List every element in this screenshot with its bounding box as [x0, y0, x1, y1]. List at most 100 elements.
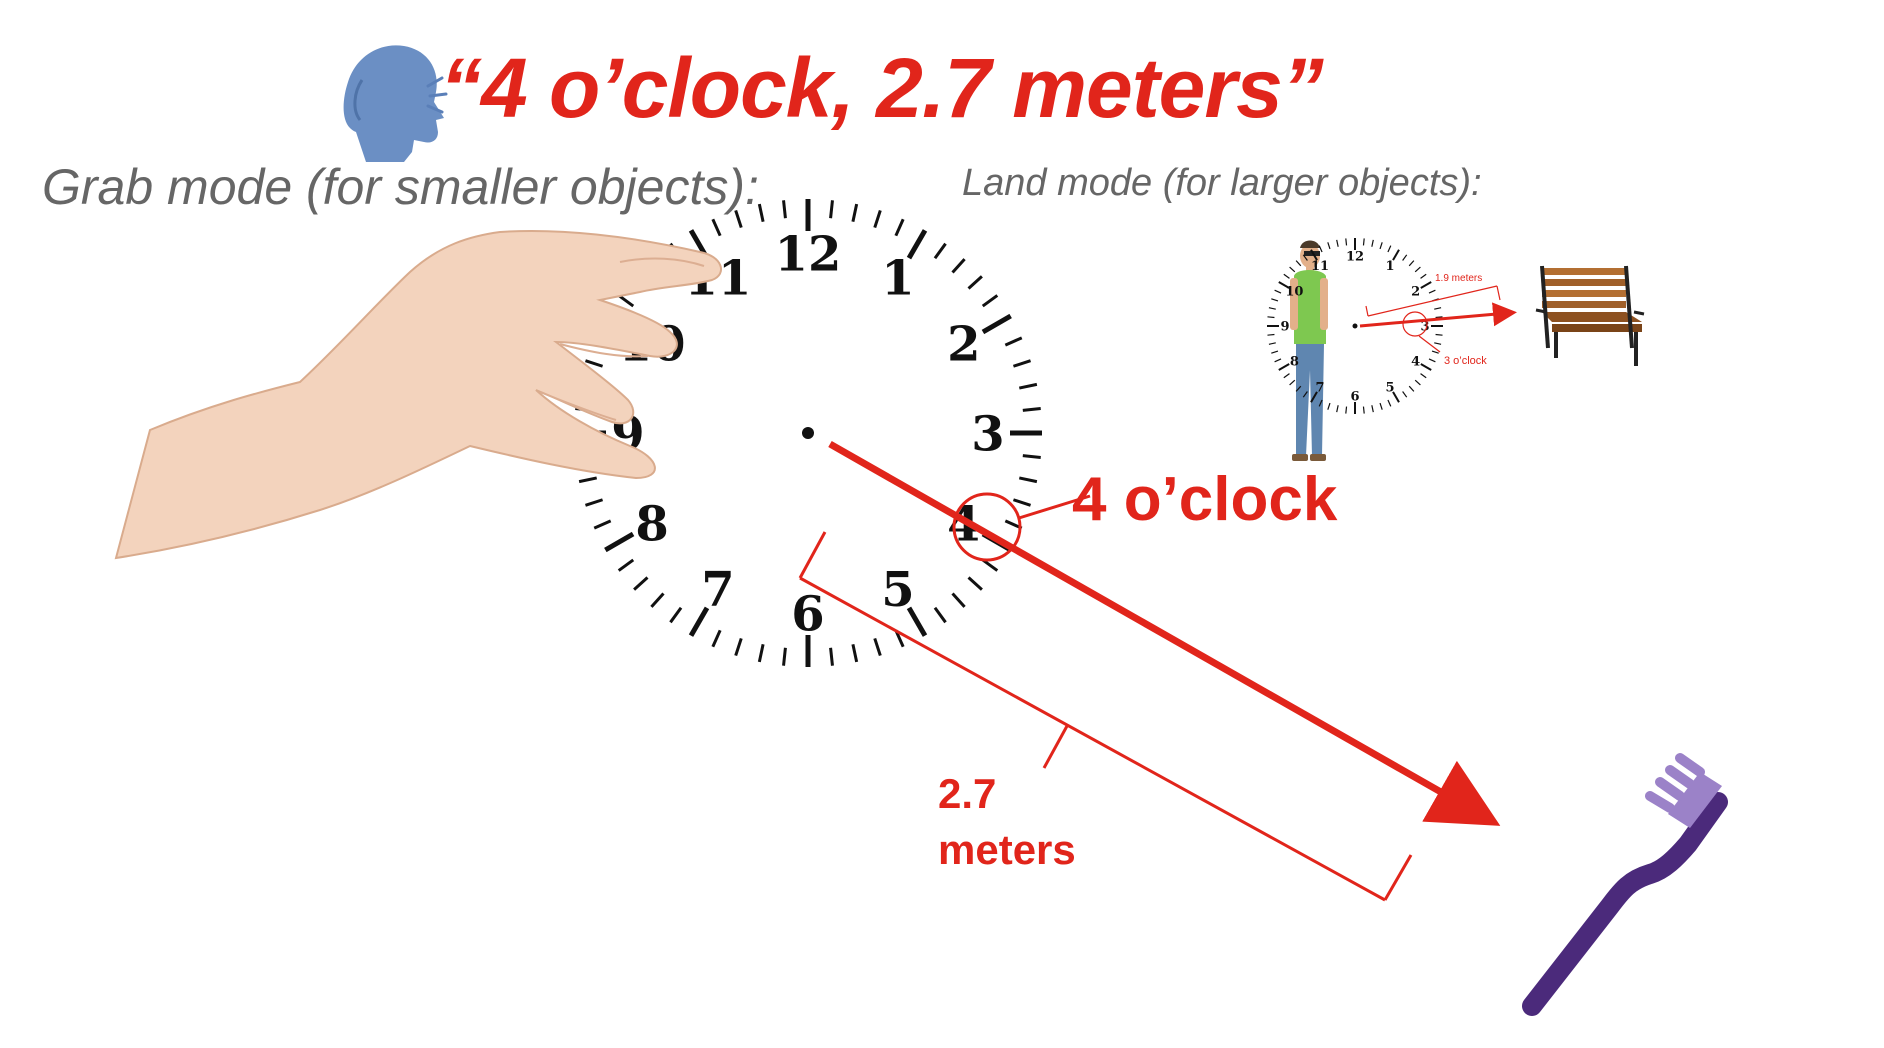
mini-clock-minute-tick [1420, 373, 1427, 379]
main-clock-minute-tick [967, 275, 983, 290]
mini-hour-highlight [1402, 311, 1428, 337]
mini-clock-number-1: 1 [1385, 259, 1394, 274]
main-clock-minute-tick [1022, 407, 1041, 412]
main-clock-number-12: 12 [775, 226, 842, 282]
mini-clock-minute-tick [1302, 391, 1308, 398]
main-clock-minute-tick [578, 476, 598, 484]
mini-clock-minute-tick [1271, 350, 1279, 354]
distance-unit: meters [938, 826, 1076, 873]
mini-clock-minute-tick [1408, 260, 1415, 267]
mini-clock-number-6: 6 [1350, 390, 1359, 405]
main-clock-number-1: 1 [881, 250, 914, 306]
main-clock-minute-tick [951, 258, 966, 274]
mini-clock-minute-tick [1420, 273, 1427, 279]
main-clock-minute-tick [1004, 336, 1023, 347]
main-clock-minute-tick [829, 200, 834, 219]
mini-clock-minute-tick [1371, 239, 1374, 247]
mini-clock-minute-tick [1274, 289, 1282, 294]
main-clock-number-5: 5 [881, 562, 914, 618]
mini-clock-minute-tick [1414, 379, 1421, 386]
mini-clock-number-8: 8 [1290, 355, 1299, 370]
mini-clock-minute-tick [1362, 238, 1365, 246]
mini-clock-minute-tick [1387, 245, 1392, 253]
mini-clock-hour-tick [1392, 391, 1400, 403]
mini-clock-number-12: 12 [1346, 250, 1364, 265]
mini-clock-minute-tick [1435, 333, 1443, 336]
mini-clock-number-4: 4 [1411, 355, 1420, 370]
mini-clock-minute-tick [1434, 342, 1442, 345]
main-clock-number-7: 7 [701, 562, 734, 618]
main-clock-minute-tick [851, 203, 859, 223]
mini-clock-number-11: 11 [1311, 259, 1329, 274]
main-clock-hour-tick [604, 531, 635, 553]
direction-label: 4 o’clock [1072, 465, 1338, 534]
mini-clock-minute-tick [1289, 266, 1296, 273]
main-clock-minute-tick [1022, 454, 1041, 459]
mini-clock-minute-tick [1302, 254, 1308, 261]
main-clock-minute-tick [650, 592, 665, 608]
mini-clock-minute-tick [1289, 379, 1296, 386]
mini-clock-minute-tick [1345, 406, 1348, 414]
mini-clock-number-9: 9 [1280, 320, 1289, 335]
mini-clock-hour-tick [1392, 249, 1400, 261]
main-clock-minute-tick [873, 209, 882, 229]
main-clock-minute-tick [633, 576, 649, 591]
main-clock-minute-tick [757, 203, 765, 223]
mini-distance-label: 1.9 meters [1435, 273, 1482, 284]
distance-value: 2.7 [938, 770, 996, 817]
mini-clock-minute-tick [1318, 245, 1323, 253]
mini-clock-minute-tick [1268, 342, 1276, 345]
mini-clock-minute-tick [1283, 373, 1290, 379]
main-clock-minute-tick [711, 629, 722, 648]
main-clock-minute-tick [933, 606, 947, 624]
person-icon [1290, 240, 1328, 461]
mini-clock-minute-tick [1327, 242, 1331, 250]
mini-clock-number-7: 7 [1315, 380, 1324, 395]
mini-clock-minute-tick [1362, 406, 1365, 414]
main-clock-minute-tick [894, 218, 905, 237]
mini-clock-minute-tick [1414, 266, 1421, 273]
speaking-head-icon [343, 45, 448, 162]
main-clock-hour-tick [981, 313, 1012, 335]
direction-arrow [828, 440, 1501, 826]
page-title: “4 o’clock, 2.7 meters” [440, 40, 1324, 137]
mini-clock-minute-tick [1345, 238, 1348, 246]
main-clock-number-3: 3 [971, 406, 1004, 462]
main-clock-hour-tick [906, 606, 928, 637]
mini-clock-minute-tick [1434, 307, 1442, 310]
main-clock-minute-tick [711, 218, 722, 237]
main-clock-minute-tick [829, 647, 834, 666]
main-clock-minute-tick [951, 592, 966, 608]
mini-clock-minute-tick [1274, 358, 1282, 363]
mini-clock-minute-tick [1268, 307, 1276, 310]
main-clock-minute-tick [734, 637, 743, 657]
main-clock-center-dot [802, 427, 814, 439]
bench-icon [1535, 265, 1645, 366]
mini-clock-hour-tick [1420, 281, 1432, 289]
main-clock-minute-tick [734, 209, 743, 229]
main-clock-minute-tick [981, 294, 999, 308]
direction-label-leader [1018, 494, 1091, 520]
land-mode-label: Land mode (for larger objects): [962, 162, 1482, 204]
mini-direction-label: 3 o’clock [1444, 355, 1487, 367]
main-clock-minute-tick [851, 643, 859, 663]
mini-clock-minute-tick [1408, 385, 1415, 392]
hour-highlight-circle [952, 492, 1022, 562]
mini-clock-number-2: 2 [1411, 285, 1420, 300]
main-clock-hour-tick [906, 229, 928, 260]
main-clock-number-6: 6 [791, 586, 824, 642]
main-clock-minute-tick [1018, 476, 1038, 484]
main-clock-minute-tick [1018, 382, 1038, 390]
mini-clock-hour-tick [1278, 281, 1290, 289]
mini-clock-minute-tick [1295, 260, 1302, 267]
mini-clock-minute-tick [1428, 289, 1436, 294]
mini-clock-minute-tick [1336, 405, 1339, 413]
main-clock-minute-tick [981, 558, 999, 572]
mini-clock-minute-tick [1283, 273, 1290, 279]
mini-clock-center-dot [1352, 323, 1358, 329]
main-clock-number-2: 2 [947, 316, 980, 372]
